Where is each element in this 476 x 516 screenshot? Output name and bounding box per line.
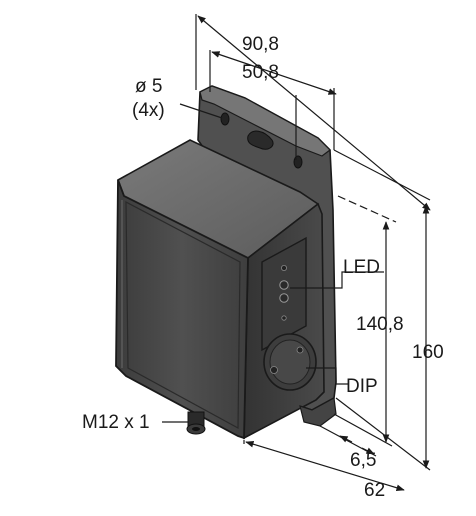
led-icon — [279, 280, 289, 290]
hole-diameter-label: ø 5 — [135, 76, 162, 97]
pitch-width-label: 50,8 — [242, 62, 279, 83]
led-label: LED — [343, 257, 380, 278]
sensor-housing — [115, 85, 337, 440]
hole-count-label: (4x) — [132, 100, 165, 121]
flange-thickness-label: 6,5 — [350, 450, 376, 471]
led-icon — [281, 315, 287, 321]
dip-cover-inner — [269, 339, 311, 385]
mounting-hole-icon — [220, 112, 230, 126]
front-bevel — [125, 200, 241, 430]
dip-leader — [306, 367, 348, 385]
dim-overall-depth — [245, 440, 405, 492]
led-icon — [280, 264, 287, 271]
dim-pitch-width — [211, 51, 337, 95]
m12-connector-icon — [186, 411, 206, 435]
overall-depth-label: 62 — [364, 480, 385, 501]
led-leader — [290, 271, 384, 289]
led-icon — [279, 293, 289, 303]
bracket-foot — [299, 397, 337, 427]
dimension-lines — [162, 14, 431, 492]
dim-overall-width — [197, 15, 431, 211]
mounting-hole-icon — [293, 155, 303, 169]
m12-connector-label: M12 x 1 — [82, 412, 150, 433]
hole-leader — [179, 103, 223, 119]
dip-label: DIP — [346, 376, 378, 397]
dip-screw-icon — [296, 346, 304, 354]
dip-screw-icon — [270, 366, 278, 374]
housing-front-face — [115, 179, 249, 440]
overall-width-label: 90,8 — [242, 34, 279, 55]
pitch-height-label: 140,8 — [356, 314, 404, 335]
overall-height-label: 160 — [412, 342, 444, 363]
